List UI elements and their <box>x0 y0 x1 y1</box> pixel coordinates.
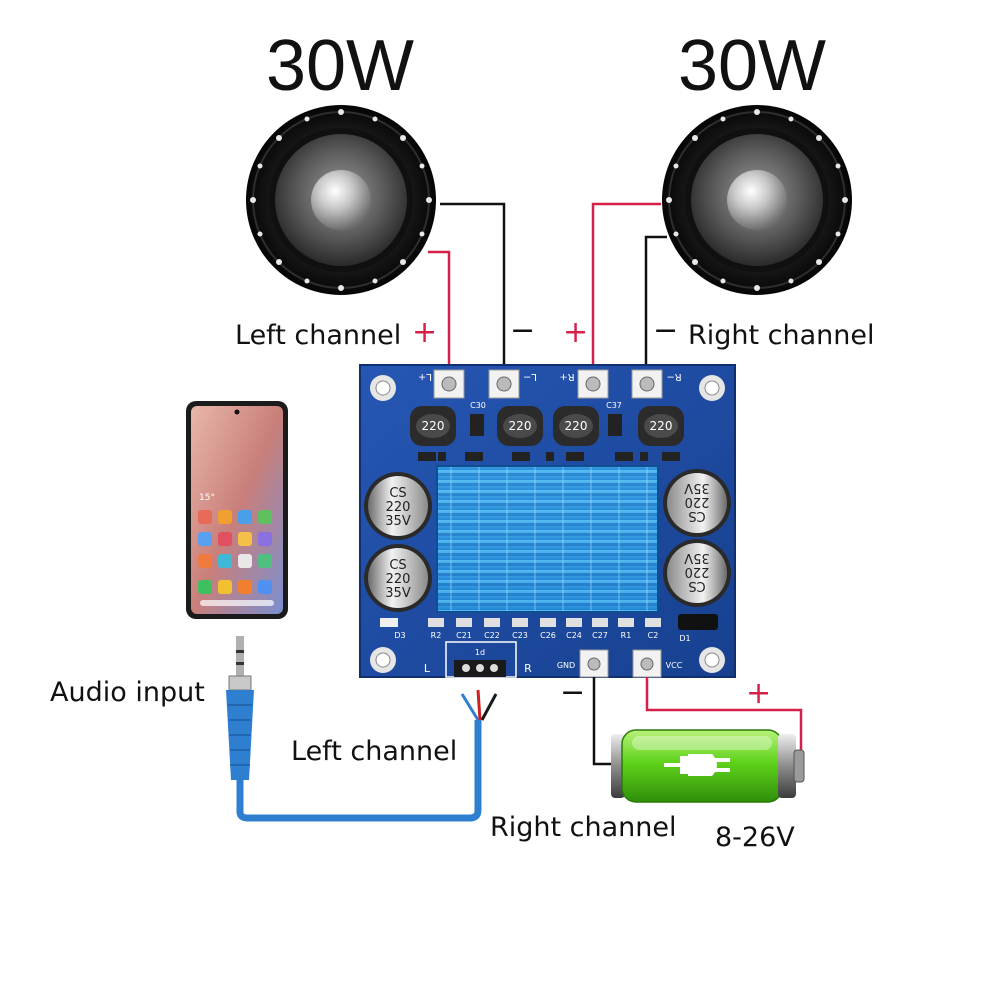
ref-r: R <box>524 662 532 675</box>
mounting-hole <box>370 375 396 401</box>
right-speaker-power: 30W <box>678 26 826 106</box>
capacitor-right-bottom: CS 220 35V <box>663 539 731 607</box>
audio-jack-icon <box>226 636 254 780</box>
input-header <box>445 641 517 678</box>
smartphone-icon: 15° <box>186 401 288 619</box>
audio-cable <box>236 720 482 822</box>
inductor: 220 <box>497 406 543 446</box>
svg-text:35V: 35V <box>385 586 411 601</box>
terminal-gnd <box>579 649 609 678</box>
svg-text:CS: CS <box>688 578 705 593</box>
plug-icon <box>664 754 730 776</box>
mounting-hole <box>699 647 725 673</box>
terminal-r-plus <box>577 369 609 399</box>
battery-icon <box>611 729 805 803</box>
right-positive-wire <box>591 202 661 375</box>
left-minus-sign: − <box>510 313 535 348</box>
right-speaker-icon <box>662 105 852 295</box>
svg-text:220: 220 <box>565 419 588 433</box>
svg-text:C22: C22 <box>484 631 500 640</box>
terminal-r-plus-label: R+ <box>559 371 574 382</box>
terminal-l-plus-label: L+ <box>418 371 432 382</box>
input-right-channel-label: Right channel <box>490 812 677 843</box>
left-positive-wire <box>428 250 451 375</box>
right-plus-sign: + <box>563 315 588 350</box>
terminal-r-minus <box>631 369 663 399</box>
svg-text:220: 220 <box>685 494 710 509</box>
terminal-l-plus <box>433 369 465 399</box>
ref-l: L <box>424 662 431 675</box>
inductor: 220 <box>553 406 599 446</box>
svg-text:C24: C24 <box>566 631 582 640</box>
ref-c37: C37 <box>606 401 622 410</box>
app-icons <box>198 510 274 606</box>
right-minus-sign: − <box>653 313 678 348</box>
left-plus-sign: + <box>412 315 437 350</box>
terminal-l-minus <box>488 369 520 399</box>
svg-text:C23: C23 <box>512 631 528 640</box>
right-negative-wire <box>644 235 667 375</box>
svg-text:35V: 35V <box>684 480 710 495</box>
svg-text:CS: CS <box>389 558 406 573</box>
svg-text:R1: R1 <box>621 631 632 640</box>
terminal-gnd-label: GND <box>557 661 575 670</box>
gnd-wire <box>592 677 618 766</box>
diode-d1 <box>678 614 718 630</box>
capacitor-left-bottom: CS 220 35V <box>364 544 432 612</box>
inductor: 220 <box>410 406 456 446</box>
capacitor-right-top: CS 220 35V <box>663 469 731 537</box>
svg-text:220: 220 <box>422 419 445 433</box>
terminal-vcc-label: VCC <box>666 661 683 670</box>
svg-text:C2: C2 <box>648 631 659 640</box>
svg-text:220: 220 <box>509 419 532 433</box>
svg-text:CS: CS <box>688 508 705 523</box>
svg-text:C27: C27 <box>592 631 608 640</box>
svg-text:220: 220 <box>386 572 411 587</box>
bottom-ref-labels: R2 C21 C22 C23 C26 C24 C27 R1 C2 <box>431 631 659 640</box>
svg-text:C21: C21 <box>456 631 472 640</box>
cable-wire-ends <box>460 689 498 721</box>
mounting-hole <box>370 647 396 673</box>
svg-text:220: 220 <box>650 419 673 433</box>
bottom-smd-row <box>428 618 661 627</box>
ref-c30: C30 <box>470 401 486 410</box>
svg-text:CS: CS <box>389 486 406 501</box>
input-left-channel-label: Left channel <box>291 736 457 767</box>
terminal-r-minus-label: R− <box>666 371 681 382</box>
ref-jack: 1d <box>475 648 485 657</box>
vcc-plus-sign: + <box>746 676 771 711</box>
diode-d3 <box>380 618 398 627</box>
phone-clock: 15° <box>199 493 215 503</box>
svg-text:R2: R2 <box>431 631 442 640</box>
svg-text:220: 220 <box>685 564 710 579</box>
left-speaker-power: 30W <box>266 26 414 106</box>
left-speaker-icon <box>246 105 436 295</box>
ref-d3: D3 <box>394 631 405 640</box>
capacitor-left-top: CS 220 35V <box>364 472 432 540</box>
terminal-vcc <box>632 649 662 678</box>
terminal-l-minus-label: L− <box>523 371 537 382</box>
heatsink <box>436 465 659 613</box>
inductor: 220 <box>638 406 684 446</box>
vcc-wire <box>645 677 803 764</box>
voltage-label: 8-26V <box>715 822 795 853</box>
svg-text:35V: 35V <box>684 550 710 565</box>
right-channel-label: Right channel <box>688 320 875 351</box>
left-negative-wire <box>440 202 506 375</box>
ref-d1: D1 <box>679 634 690 643</box>
svg-text:220: 220 <box>386 500 411 515</box>
audio-input-label: Audio input <box>50 677 205 708</box>
left-channel-label: Left channel <box>235 320 401 351</box>
gnd-minus-sign: − <box>560 675 585 710</box>
svg-text:C26: C26 <box>540 631 556 640</box>
amplifier-board: L+ L− R+ R− C30 C37 220 220 220 220 <box>359 364 736 678</box>
mounting-hole <box>699 375 725 401</box>
svg-text:35V: 35V <box>385 514 411 529</box>
smd-components <box>418 414 680 461</box>
